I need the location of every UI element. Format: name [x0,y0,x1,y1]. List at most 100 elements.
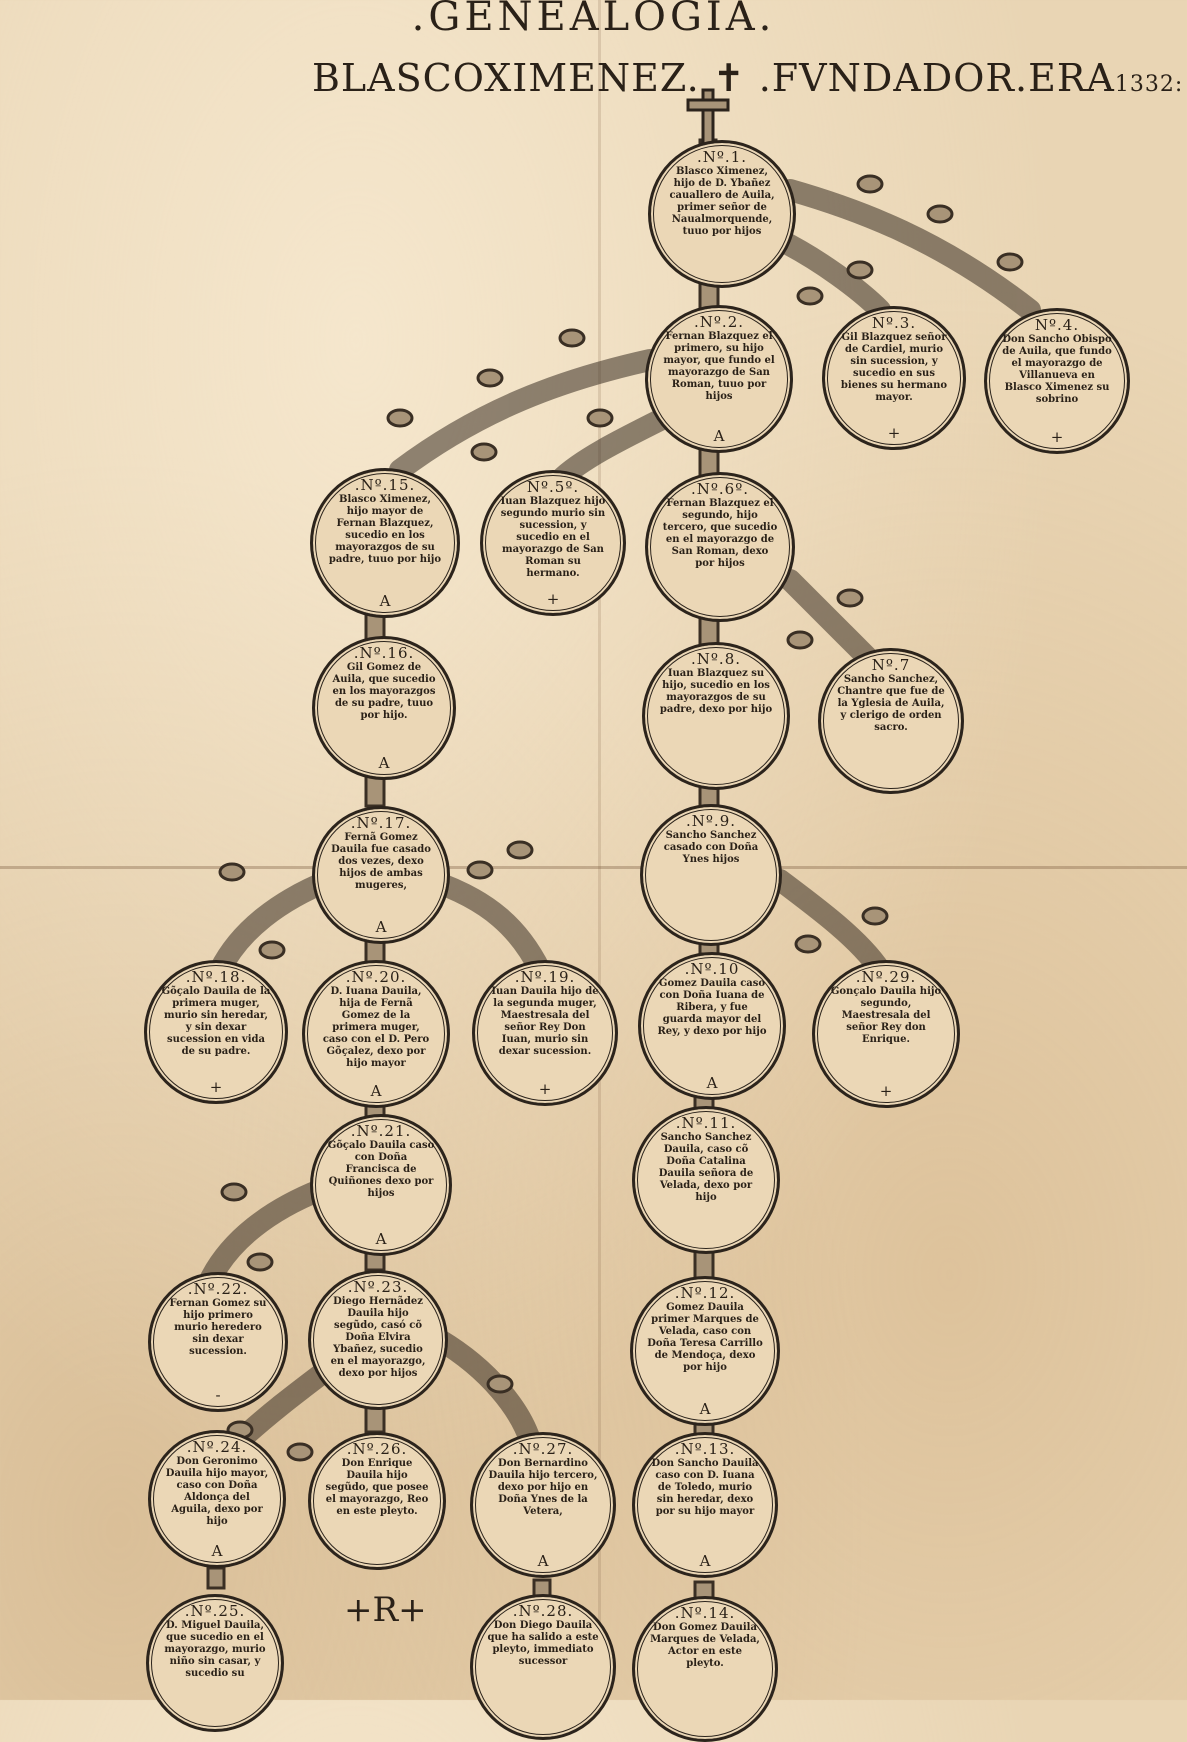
branch-stub [836,588,864,608]
node-number: .Nº.1. [696,148,748,166]
node-mark: + [538,1080,552,1098]
branch-to-n3 [769,229,891,321]
node-mark: A [375,1230,387,1248]
node-text: Diego Hernãdez Dauila hijo segũdo, casó … [330,1296,426,1379]
branch-stub [246,1252,274,1272]
node-number: .Nº.18. [185,968,247,986]
branch-to-n4 [779,179,1041,321]
branch-stub [996,252,1024,272]
node-mark: A [379,592,391,610]
node-number: .Nº.29. [855,968,917,986]
node-text: Gõçalo Dauila caso con Doña Francisca de… [327,1140,435,1199]
branch-stub [258,940,286,960]
branch-stub [218,862,246,882]
person-node-8: .Nº.8. Iuan Blazquez su hijo, sucedio en… [642,642,790,790]
person-node-4: Nº.4. Don Sancho Obispo de Auila, que fu… [984,308,1130,454]
node-text: Don Geronimo Dauila hijo mayor, caso con… [165,1456,269,1527]
node-mark: A [537,1552,549,1570]
person-node-9: .Nº.9. Sancho Sanchez casado con Doña Yn… [640,804,782,946]
person-node-24: .Nº.24. Don Geronimo Dauila hijo mayor, … [148,1430,286,1568]
node-text: Fernã Gomez Dauila fue casado dos vezes,… [331,832,431,891]
node-number: .Nº.9. [685,812,737,830]
branch-stub [926,204,954,224]
node-number: .Nº.2. [693,313,745,331]
person-node-29: .Nº.29. Gonçalo Dauila hijo segundo, Mae… [812,960,960,1108]
node-text: Iuan Blazquez su hijo, sucedio en los ma… [659,668,773,715]
node-text: Sancho Sanchez casado con Doña Ynes hijo… [663,830,759,865]
branch-stub [476,368,504,388]
branch-stub [856,174,884,194]
branch-stub [466,860,494,880]
trunk-16-17 [364,774,386,808]
person-node-17: .Nº.17. Fernã Gomez Dauila fue casado do… [312,806,450,944]
page-subtitle: BLASCOXIMENEZ. ✝ .FVNDADOR.ERA1332: [312,56,1183,100]
branch-stub [796,286,824,306]
cross-icon: ✝ [712,56,746,100]
node-text: Fernan Blazquez el primero, su hijo mayo… [663,331,775,402]
horizontal-fold-line [0,866,1187,869]
node-number: .Nº.14. [674,1604,736,1622]
node-text: Don Enrique Dauila hijo segũdo, que pose… [325,1458,429,1517]
person-node-27: .Nº.27. Don Bernardino Dauila hijo terce… [470,1432,616,1578]
node-number: .Nº.23. [347,1278,409,1296]
person-node-15: .Nº.15. Blasco Ximenez, hijo mayor de Fe… [310,468,460,618]
node-number: .Nº.26. [346,1440,408,1458]
branch-stub [861,906,889,926]
node-text: Iuan Blazquez hijo segundo murio sin suc… [500,496,606,579]
subtitle-founder: BLASCOXIMENEZ. [312,56,713,100]
node-text: Gomez Dauila primer Marques de Velada, c… [647,1302,763,1373]
branch-stub [220,1182,248,1202]
person-node-3: Nº.3. Gil Blazquez señor de Cardiel, mur… [822,306,966,450]
node-number: .Nº.24. [186,1438,248,1456]
node-mark: A [699,1552,711,1570]
node-number: Nº.3. [871,314,917,332]
person-node-26: .Nº.26. Don Enrique Dauila hijo segũdo, … [308,1432,446,1570]
node-mark: A [211,1542,223,1560]
branch-to-n29 [769,869,891,981]
node-mark: + [879,1082,893,1100]
node-text: Iuan Dauila hijo de la segunda muger, Ma… [491,986,599,1057]
node-text: Don Sancho Dauila caso con D. Iuana de T… [651,1458,759,1517]
node-text: Gil Blazquez señor de Cardiel, murio sin… [840,332,948,403]
person-node-22: .Nº.22. Fernan Gomez su hijo primero mur… [148,1272,288,1412]
node-number: .Nº.19. [514,968,576,986]
branch-to-n27 [429,1329,541,1451]
node-text: Fernan Gomez su hijo primero murio hered… [169,1298,267,1357]
branch-to-n19 [419,869,551,981]
branch-stub [470,442,498,462]
branch-stub [794,934,822,954]
node-number: .Nº.12. [674,1284,736,1302]
node-mark: - [215,1386,221,1404]
node-text: Don Gomez Dauila Marques de Velada, Acto… [650,1622,760,1669]
node-number: .Nº.11. [675,1114,737,1132]
branch-to-n5 [549,409,671,491]
person-node-23: .Nº.23. Diego Hernãdez Dauila hijo segũd… [308,1270,448,1410]
node-number: .Nº.16. [353,644,415,662]
branch-stub [286,1442,314,1462]
branch-stub [586,408,614,428]
node-mark: A [699,1400,711,1418]
person-node-25: .Nº.25. D. Miguel Dauila, que sucedio en… [146,1594,284,1732]
node-number: .Nº.28. [512,1602,574,1620]
node-number: .Nº.21. [350,1122,412,1140]
vertical-fold-line [598,0,601,1700]
node-text: Don Bernardino Dauila hijo tercero, dexo… [488,1458,598,1517]
person-node-6: .Nº.6º. Fernan Blazquez el segundo, hijo… [645,472,795,622]
node-number: .Nº.8. [690,650,742,668]
branch-stub [558,328,586,348]
person-node-28: .Nº.28. Don Diego Dauila que ha salido a… [470,1594,616,1740]
person-node-5: Nº.5º. Iuan Blazquez hijo segundo murio … [480,470,626,616]
branch-to-n15 [389,349,661,481]
person-node-1: .Nº.1. Blasco Ximenez, hijo de D. Ybañez… [648,140,796,288]
trunk-11-12 [693,1248,715,1280]
person-node-21: .Nº.21. Gõçalo Dauila caso con Doña Fran… [310,1114,452,1256]
node-mark: A [713,427,725,445]
branch-to-n22 [199,1179,331,1291]
subtitle-year: 1332: [1114,72,1184,97]
trunk-24-25 [206,1566,226,1590]
cross-icon-bar [686,98,730,112]
person-node-12: .Nº.12. Gomez Dauila primer Marques de V… [630,1276,780,1426]
node-number: .Nº.25. [184,1602,246,1620]
node-mark: + [1050,428,1064,446]
branch-stub [846,260,874,280]
